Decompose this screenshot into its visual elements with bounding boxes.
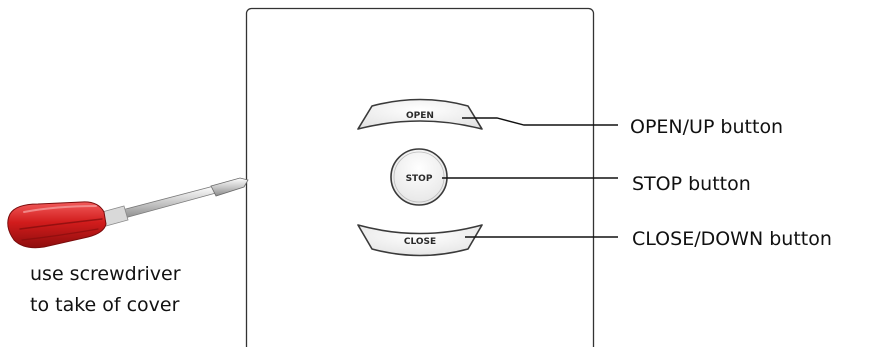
close-button[interactable]: CLOSE [357, 224, 483, 257]
close-down-button-callout: CLOSE/DOWN button [632, 228, 832, 250]
close-button-label: CLOSE [404, 237, 436, 247]
stop-button[interactable]: STOP [390, 148, 448, 206]
screwdriver-caption-line-2: to take of cover [30, 294, 180, 316]
stop-button-label: STOP [406, 174, 433, 184]
open-leader-line [462, 117, 618, 126]
open-button-label: OPEN [406, 111, 434, 121]
screwdriver-icon [7, 177, 249, 249]
screwdriver-caption-line-1: use screwdriver [30, 263, 181, 285]
open-button[interactable]: OPEN [357, 98, 483, 130]
stop-button-callout: STOP button [632, 173, 751, 195]
open-up-button-callout: OPEN/UP button [630, 116, 784, 138]
